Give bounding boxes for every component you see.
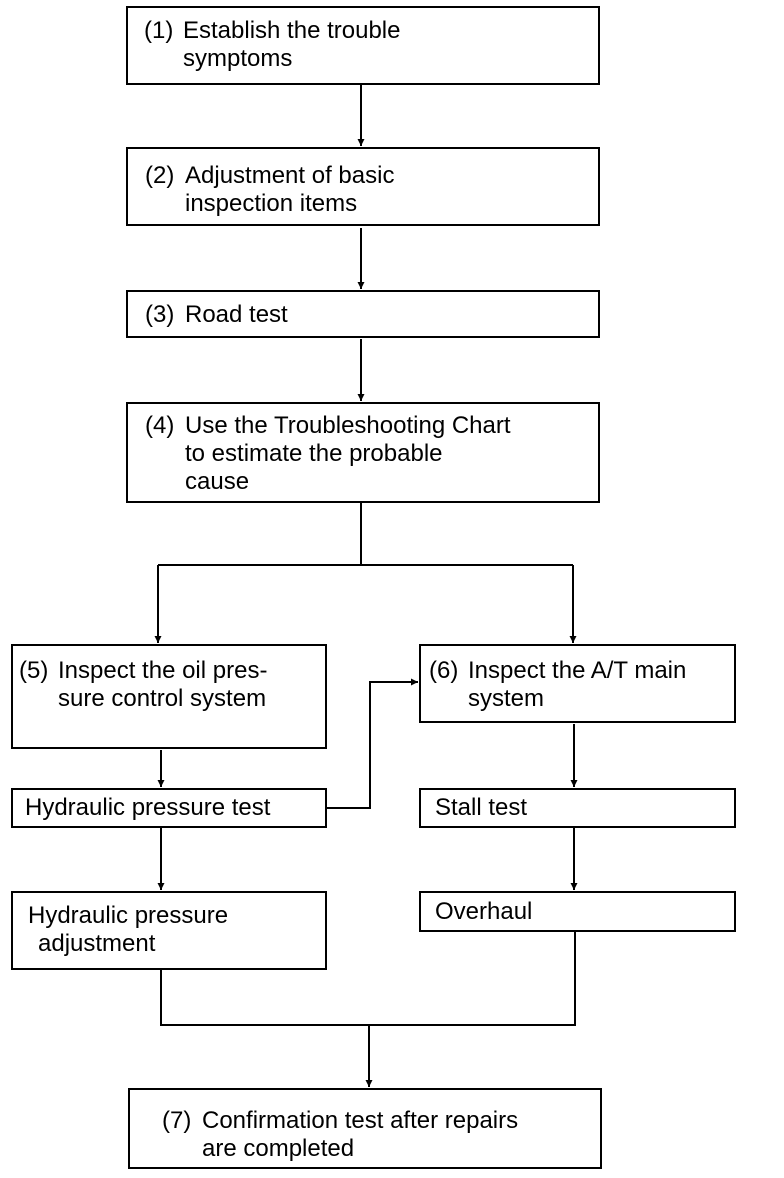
hydraulic-pressure-adjustment-box: Hydraulic pressure adjustment [11,891,327,970]
step-2-line2: inspection items [185,190,358,217]
step-6-number: (6) [429,657,459,684]
step-6-line2: system [468,685,545,712]
hydraulic-pressure-test-box: Hydraulic pressure test [11,788,327,828]
overhaul-label: Overhaul [435,898,533,925]
step-4-line1: Use the Troubleshooting Chart [185,412,511,439]
hydraulic-pressure-adjustment-line1: Hydraulic pressure [28,902,229,929]
step-4-line2: to estimate the probable [185,440,443,467]
hydraulic-pressure-adjustment-line2: adjustment [38,930,156,957]
step-1-number: (1) [144,17,174,44]
step-1-line1: Establish the trouble [183,17,401,44]
step-5-line1: Inspect the oil pres- [58,657,268,684]
step-6-line1: Inspect the A/T main [468,657,687,684]
step-5-box: (5) Inspect the oil pres- sure control s… [11,644,327,749]
step-3-line1: Road test [185,301,288,328]
step-3-box: (3) Road test [126,290,600,338]
step-7-line2: are completed [202,1135,355,1162]
step-5-line2: sure control system [58,685,267,712]
step-2-number: (2) [145,162,175,189]
hydraulic-pressure-test-label: Hydraulic pressure test [25,794,271,821]
split-line [158,503,573,566]
arrow-hydraulic-test-to-6 [327,678,418,809]
overhaul-box: Overhaul [419,891,736,932]
step-4-number: (4) [145,412,175,439]
step-4-line3: cause [185,468,250,495]
step-1-box: (1) Establish the trouble symptoms [126,6,600,85]
step-4-box: (4) Use the Troubleshooting Chart to est… [126,402,600,503]
step-3-number: (3) [145,301,175,328]
step-2-line1: Adjustment of basic [185,162,395,189]
step-5-number: (5) [19,657,49,684]
step-6-box: (6) Inspect the A/T main system [419,644,736,723]
step-2-box: (2) Adjustment of basic inspection items [126,147,600,226]
step-1-line2: symptoms [183,45,293,72]
step-7-line1: Confirmation test after repairs [202,1107,519,1134]
stall-test-label: Stall test [435,794,528,821]
step-7-box: (7) Confirmation test after repairs are … [128,1088,602,1169]
stall-test-box: Stall test [419,788,736,828]
step-7-number: (7) [162,1107,192,1134]
